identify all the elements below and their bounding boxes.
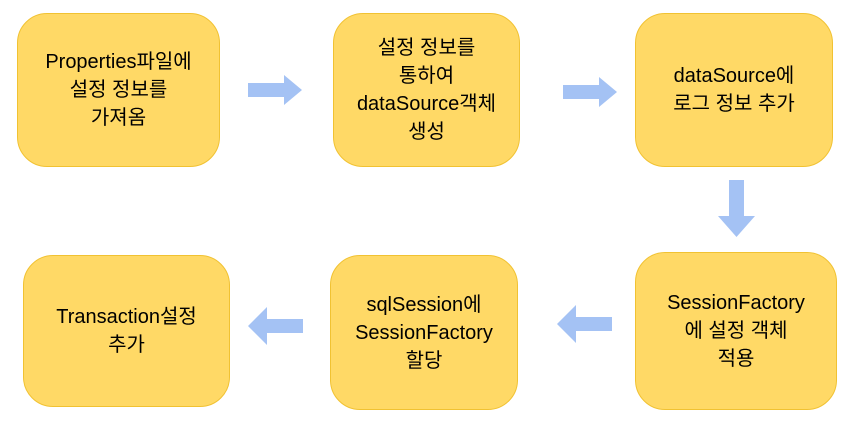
step-label: Properties파일에 설정 정보를 가져옴 bbox=[45, 51, 192, 129]
step-box-transaction-config: Transaction설정 추가 bbox=[23, 255, 230, 407]
step-box-datasource-log: dataSource에 로그 정보 추가 bbox=[635, 13, 833, 167]
step-box-datasource-create: 설정 정보를 통하여 dataSource객체 생성 bbox=[333, 13, 520, 167]
step-box-sessionfactory-config: SessionFactory 에 설정 객체 적용 bbox=[635, 252, 837, 410]
left-arrow-icon bbox=[557, 305, 612, 343]
step-box-sqlsession-assign: sqlSession에 SessionFactory 할당 bbox=[330, 255, 518, 410]
step-label: dataSource에 로그 정보 추가 bbox=[673, 65, 795, 115]
right-arrow-icon bbox=[563, 77, 617, 107]
step-box-properties-load: Properties파일에 설정 정보를 가져옴 bbox=[17, 13, 220, 167]
step-label: sqlSession에 SessionFactory 할당 bbox=[355, 293, 493, 372]
step-label: SessionFactory 에 설정 객체 적용 bbox=[667, 292, 805, 370]
left-arrow-icon bbox=[248, 307, 303, 345]
right-arrow-icon bbox=[248, 75, 302, 105]
step-label: 설정 정보를 통하여 dataSource객체 생성 bbox=[356, 37, 497, 143]
step-label: Transaction설정 추가 bbox=[56, 306, 197, 356]
down-arrow-icon bbox=[718, 180, 755, 237]
